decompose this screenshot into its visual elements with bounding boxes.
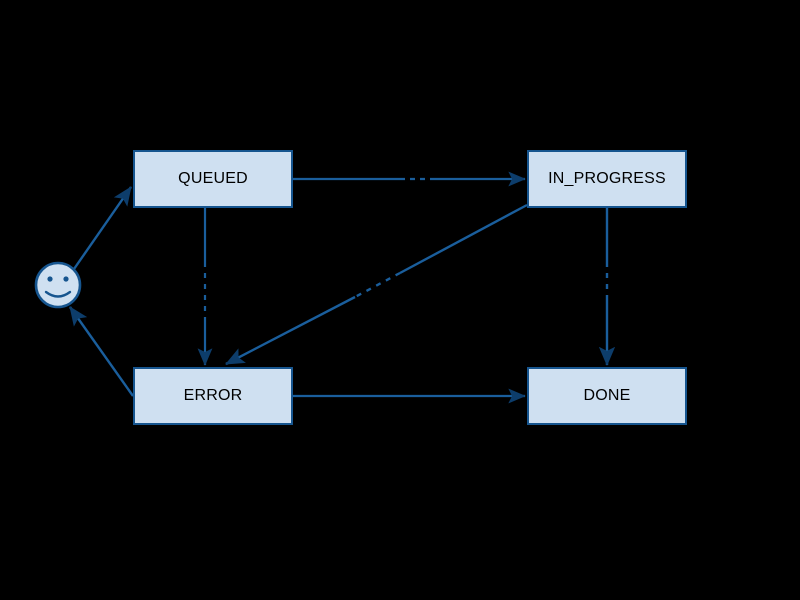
state-node-in-progress[interactable]: IN_PROGRESS <box>527 150 687 208</box>
state-node-error[interactable]: ERROR <box>133 367 293 425</box>
state-label-in-progress: IN_PROGRESS <box>548 170 666 187</box>
smiley-eye-left-icon <box>47 276 53 282</box>
state-node-queued[interactable]: QUEUED <box>133 150 293 208</box>
state-label-error: ERROR <box>183 387 243 404</box>
state-node-done[interactable]: DONE <box>527 367 687 425</box>
state-label-done: DONE <box>583 387 631 404</box>
edge-start-to-queued <box>73 186 132 270</box>
start-node[interactable] <box>34 261 82 309</box>
smiley-eye-right-icon <box>63 276 69 282</box>
smiley-face-icon <box>34 261 82 309</box>
edge-in-progress-to-error <box>225 203 528 366</box>
smiley-mouth-icon <box>44 290 72 298</box>
edge-error-to-start <box>69 306 134 397</box>
state-label-queued: QUEUED <box>178 170 248 187</box>
